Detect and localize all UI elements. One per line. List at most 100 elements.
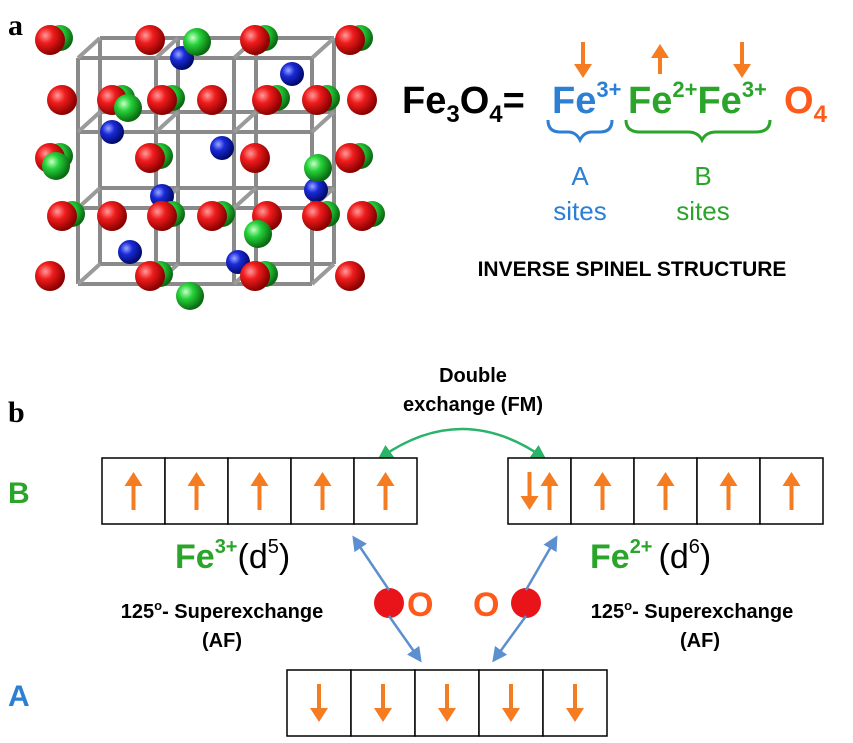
- orbital-box: [696, 457, 761, 525]
- b-site-atom: [176, 282, 204, 310]
- a-site-orbital-boxes: [286, 669, 608, 737]
- superexchange-arrow-right-down: [492, 615, 528, 663]
- a-site-atom: [304, 178, 328, 202]
- formula-oxygen: O4: [784, 80, 828, 128]
- formula-a-site-fe3: Fe3+: [552, 77, 621, 122]
- superexchange-right-type: (AF): [680, 630, 720, 652]
- orbital-box: [101, 457, 166, 525]
- oxygen-atom: [197, 85, 227, 115]
- oxygen-atom: [240, 25, 270, 55]
- orbital-box: [759, 457, 824, 525]
- oxygen-atom: [347, 201, 377, 231]
- orbital-box: [227, 457, 292, 525]
- structure-title: INVERSE SPINEL STRUCTURE: [478, 258, 787, 281]
- orbital-box: [353, 457, 418, 525]
- spin-pair-icon: [520, 472, 559, 510]
- orbital-box: [542, 669, 608, 737]
- orbital-box: [633, 457, 698, 525]
- a-site-brace: [546, 119, 614, 144]
- b-site-fe3-orbital-boxes: [101, 457, 418, 525]
- oxygen-atom: [35, 25, 65, 55]
- spin-up-icon: [719, 472, 738, 510]
- spin-up-icon: [593, 472, 612, 510]
- oxygen-atom: [135, 143, 165, 173]
- fe3-ion-label: Fe3+(d5): [175, 536, 290, 576]
- superexchange-left-label: 125o- Superexchange: [121, 598, 324, 623]
- orbital-box: [507, 457, 572, 525]
- oxygen-atom: [97, 201, 127, 231]
- spin-down-icon: [733, 42, 751, 78]
- orbital-box: [570, 457, 635, 525]
- double-exchange-label-line2: exchange (FM): [403, 394, 543, 416]
- oxygen-atom: [197, 201, 227, 231]
- orbital-box: [164, 457, 229, 525]
- orbital-box: [286, 669, 352, 737]
- oxygen-atom: [147, 85, 177, 115]
- oxygen-dot-right: [511, 588, 541, 618]
- a-site-atom: [210, 136, 234, 160]
- spin-up-icon: [656, 472, 675, 510]
- a-site-atom: [118, 240, 142, 264]
- a-site-atom: [280, 62, 304, 86]
- row-b-label: B: [8, 477, 30, 510]
- b-site-fe2-orbital-boxes: [507, 457, 824, 525]
- a-site-atom: [100, 120, 124, 144]
- formula-b-site-fe2-fe3: Fe2+Fe3+: [628, 77, 767, 122]
- b-site-brace: [624, 119, 772, 144]
- oxygen-atom: [47, 201, 77, 231]
- b-site-atom: [304, 154, 332, 182]
- panel-a-label: a: [8, 9, 23, 42]
- oxygen-atom: [302, 85, 332, 115]
- oxygen-atom: [347, 85, 377, 115]
- spin-up-icon: [651, 44, 669, 74]
- a-sites-label-line2: sites: [553, 196, 606, 226]
- superexchange-left-type: (AF): [202, 630, 242, 652]
- oxygen-atom: [335, 143, 365, 173]
- b-sites-label-line2: sites: [676, 196, 729, 226]
- b-site-atom: [183, 28, 211, 56]
- spin-down-icon: [374, 684, 392, 722]
- spin-down-icon: [438, 684, 456, 722]
- oxygen-atom: [335, 261, 365, 291]
- superexchange-arrow-left-up: [352, 535, 391, 591]
- superexchange-right-label: 125o- Superexchange: [591, 598, 794, 623]
- orbital-box: [350, 669, 416, 737]
- oxygen-dot-left: [374, 588, 404, 618]
- spin-up-icon: [376, 472, 395, 510]
- oxygen-atom: [252, 85, 282, 115]
- orbital-box: [290, 457, 355, 525]
- spin-up-icon: [250, 472, 269, 510]
- superexchange-arrow-left-down: [387, 615, 422, 663]
- panel-b-label: b: [8, 396, 25, 429]
- orbital-box: [478, 669, 544, 737]
- formula-fe3o4: Fe3O4=: [402, 80, 525, 128]
- oxygen-atom: [135, 261, 165, 291]
- spin-down-icon: [502, 684, 520, 722]
- oxygen-atom: [47, 85, 77, 115]
- oxygen-atom: [335, 25, 365, 55]
- oxygen-label-left: O: [407, 586, 433, 624]
- oxygen-atom: [35, 261, 65, 291]
- double-exchange-label-line1: Double: [439, 365, 507, 387]
- b-site-atom: [244, 220, 272, 248]
- spin-down-icon: [574, 42, 592, 78]
- oxygen-atom: [240, 261, 270, 291]
- spin-up-icon: [187, 472, 206, 510]
- row-a-label: A: [8, 680, 30, 713]
- formula: Fe3O4= Fe3+ Fe2+Fe3+ O4: [402, 77, 828, 128]
- spin-down-icon: [566, 684, 584, 722]
- spin-up-icon: [124, 472, 143, 510]
- spin-up-icon: [313, 472, 332, 510]
- b-site-atom: [114, 94, 142, 122]
- superexchange-arrow-right-up: [524, 535, 558, 591]
- fe2-ion-label: Fe2+(d6): [590, 536, 711, 576]
- b-sites-label-line1: B: [694, 161, 711, 191]
- oxygen-atom: [147, 201, 177, 231]
- b-site-atom: [42, 152, 70, 180]
- crystal-structure-model: [35, 25, 385, 310]
- double-exchange-arrow: [377, 427, 547, 460]
- oxygen-atom: [135, 25, 165, 55]
- oxygen-label-right: O: [473, 586, 499, 624]
- spin-down-icon: [310, 684, 328, 722]
